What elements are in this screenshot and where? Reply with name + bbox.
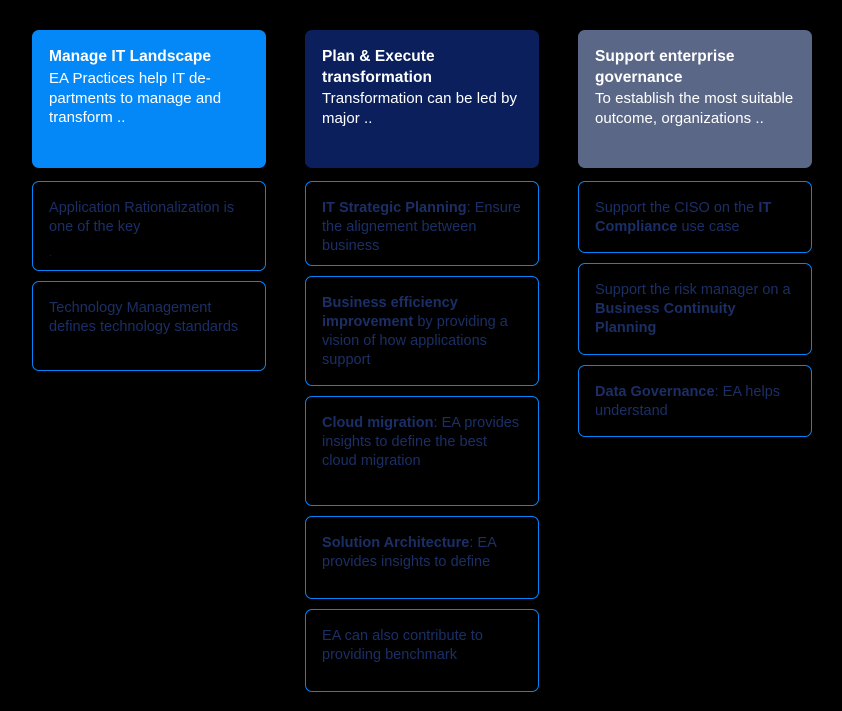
card-text: Cloud migration: EA provides insights to… [322, 414, 522, 471]
column-manage-it-landscape: Manage IT Landscape EA Practices help IT… [32, 30, 266, 371]
card-body: by providing a vision of how application… [322, 313, 508, 368]
card-bold-label: Data Governance [595, 384, 715, 400]
card-body: EA can also contribute to providing benc… [322, 628, 483, 663]
card-prefix: Support the CISO on the [595, 200, 759, 216]
card-text: Support the risk manager on a Business C… [595, 281, 795, 338]
card-bold-label: IT Compliance [595, 200, 772, 235]
column-description: To establish the most suitable outcome, … [595, 90, 794, 128]
column-support-enterprise-governance: Support enterprise governance To establi… [578, 30, 812, 437]
column-plan-execute-transformation: Plan & Execute transformation Transforma… [305, 30, 539, 692]
card-body: use case [677, 218, 740, 235]
card-body: Application Rationalization is one of th… [49, 200, 235, 235]
column-header-manage-it-landscape[interactable]: Manage IT Landscape EA Practices help IT… [32, 30, 266, 168]
column-header-plan-execute-transformation[interactable]: Plan & Execute transformation Transforma… [305, 30, 539, 168]
card-body: : EA provides insights to define the bes… [322, 415, 520, 469]
card-technology-management[interactable]: Technology Management defines technology… [32, 281, 266, 371]
columns-container: Manage IT Landscape EA Practices help IT… [32, 30, 812, 692]
card-text: Solution Architecture: EA provides insig… [322, 534, 522, 572]
card-bold-label: Cloud migration [322, 415, 434, 431]
card-text: Business efficiency improvement by provi… [322, 294, 522, 369]
card-bold-label: Business efficiency improvement [322, 295, 458, 330]
card-body: : Ensure the alignement between business [322, 200, 521, 254]
card-text: Application Rationalization is one of th… [49, 199, 249, 237]
card-bold-label: IT Strategic Planning [322, 200, 467, 216]
card-application-rationalization[interactable]: Application Rationalization is one of th… [32, 181, 266, 271]
card-ea-benchmark[interactable]: EA can also contribute to providing benc… [305, 609, 539, 692]
card-text: EA can also contribute to providing benc… [322, 627, 522, 665]
card-body: : EA helps understand [595, 384, 781, 419]
card-prefix: Support the risk manager on a [595, 282, 791, 298]
column-description: Transformation can be led by major .. [322, 90, 518, 128]
card-solution-architecture[interactable]: Solution Architecture: EA provides insig… [305, 516, 539, 599]
ghost-mark: . [49, 247, 53, 259]
card-cloud-migration[interactable]: Cloud migration: EA provides insights to… [305, 396, 539, 506]
card-text: IT Strategic Planning: Ensure the aligne… [322, 199, 522, 256]
column-header-support-enterprise-governance[interactable]: Support enterprise governance To establi… [578, 30, 812, 168]
column-description: EA Practices help IT de-partments to man… [49, 69, 222, 127]
card-text: Support the CISO on the IT Compliance us… [595, 199, 795, 237]
card-bold-label: Business Continuity Planning [595, 300, 736, 336]
card-support-risk-manager-bcp[interactable]: Support the risk manager on a Business C… [578, 263, 812, 355]
card-body: Technology Management defines technology… [49, 300, 239, 335]
card-bold-label: Solution Architecture [322, 535, 470, 551]
card-text: Data Governance: EA helps understand [595, 383, 795, 421]
card-text: Technology Management defines technology… [49, 299, 249, 337]
card-business-efficiency-improvement[interactable]: Business efficiency improvement by provi… [305, 276, 539, 386]
column-title: Plan & Execute transformation [322, 48, 435, 86]
card-body: : EA provides insights to define [322, 535, 496, 570]
card-support-ciso-it-compliance[interactable]: Support the CISO on the IT Compliance us… [578, 181, 812, 253]
card-it-strategic-planning[interactable]: IT Strategic Planning: Ensure the aligne… [305, 181, 539, 266]
card-data-governance[interactable]: Data Governance: EA helps understand [578, 365, 812, 437]
column-title: Manage IT Landscape [49, 48, 212, 65]
column-title: Support enterprise governance [595, 48, 735, 86]
